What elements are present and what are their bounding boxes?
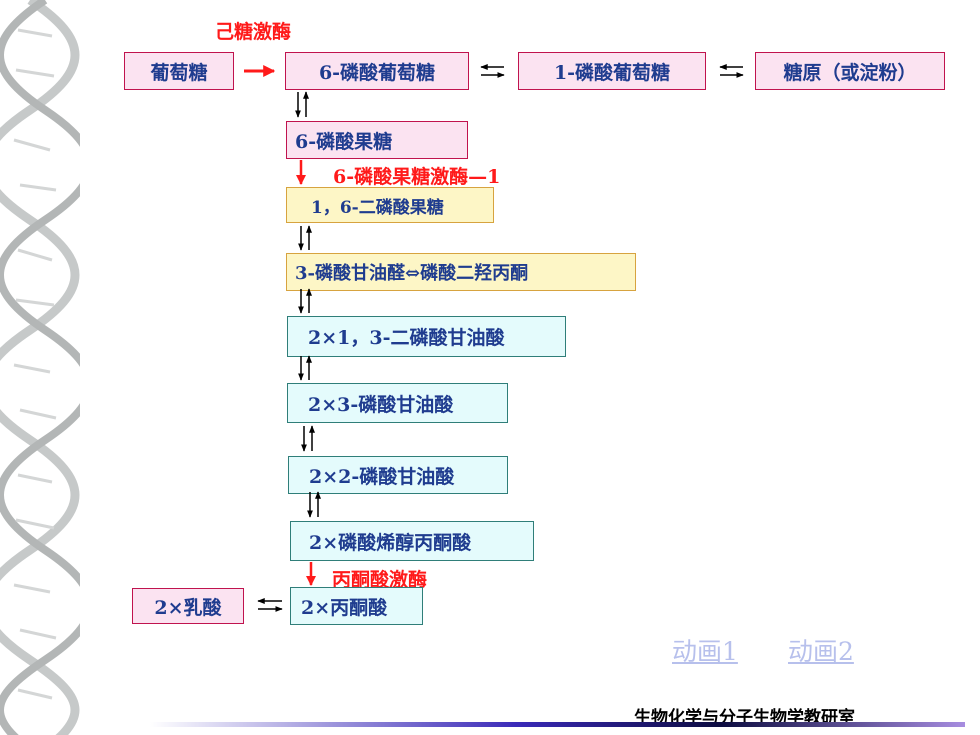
- arrow-g6p-f6p-reversible: [295, 91, 309, 118]
- node-2-phosphoglycerate: 2×2-磷酸甘油酸: [288, 456, 508, 494]
- node-glucose: 葡萄糖: [124, 52, 234, 90]
- animation-1-link[interactable]: 动画1: [672, 637, 738, 666]
- node-lactate: 2×乳酸: [132, 588, 244, 624]
- node-glucose-6-phosphate: 6-磷酸葡萄糖: [285, 52, 469, 90]
- enzyme-hexokinase: 己糖激酶: [215, 21, 292, 43]
- node-fructose-1-6-bisphosphate: 1，6-二磷酸果糖: [286, 187, 494, 223]
- arrow-triose-bpg-reversible: [298, 288, 312, 314]
- enzyme-pfk1: 6-磷酸果糖激酶—1: [333, 166, 501, 188]
- enzyme-pyruvate-kinase: 丙酮酸激酶: [332, 569, 428, 591]
- node-pyruvate: 2×丙酮酸: [290, 587, 423, 625]
- arrow-bpg-pg3-reversible: [298, 355, 312, 381]
- footer-gradient-rule: [150, 722, 965, 727]
- node-1-3-bisphosphoglycerate: 2×1，3-二磷酸甘油酸: [287, 316, 566, 357]
- dna-helix-decoration: [0, 0, 80, 735]
- arrow-lactate-pyruvate-reversible: [257, 598, 283, 612]
- node-glucose-1-phosphate: 1-磷酸葡萄糖: [518, 52, 706, 90]
- node-triose-phosphates: 3-磷酸甘油醛⇔磷酸二羟丙酮: [286, 253, 636, 291]
- arrow-pg2-pep-reversible: [307, 491, 321, 518]
- node-3-phosphoglycerate: 2×3-磷酸甘油酸: [287, 383, 508, 423]
- node-fructose-6-phosphate: 6-磷酸果糖: [286, 121, 468, 159]
- animation-2-link[interactable]: 动画2: [788, 637, 854, 666]
- node-phosphoenolpyruvate: 2×磷酸烯醇丙酮酸: [290, 521, 534, 561]
- node-glycogen: 糖原（或淀粉）: [755, 52, 945, 90]
- arrow-pg3-pg2-reversible: [301, 425, 315, 452]
- arrow-f16bp-triose-reversible: [298, 225, 312, 251]
- arrow-g1p-glycogen-reversible: [719, 64, 744, 78]
- arrow-g6p-g1p-reversible: [480, 64, 505, 78]
